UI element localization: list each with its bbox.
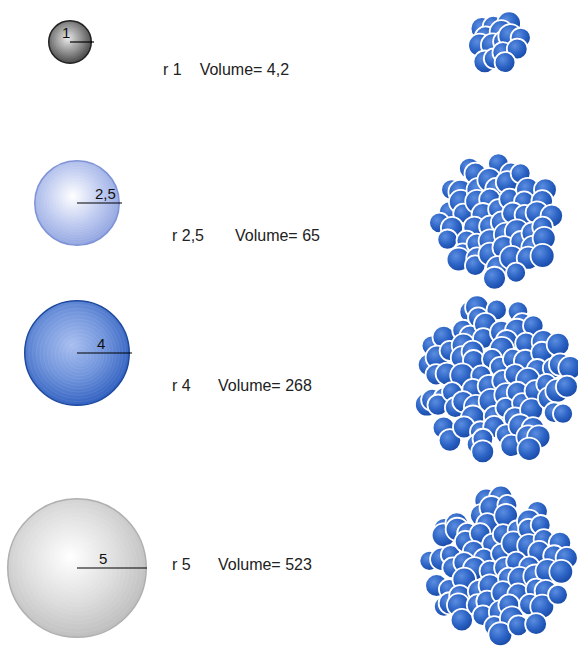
sphere-circle: 5 bbox=[7, 498, 147, 638]
sphere-circle: 1 bbox=[48, 20, 92, 64]
small-ball bbox=[483, 267, 506, 290]
volume-label: Volume= 4,2 bbox=[200, 60, 289, 79]
radius-value: 5 bbox=[99, 551, 107, 568]
sphere-shape bbox=[24, 300, 130, 406]
radius-value: 4 bbox=[97, 336, 105, 353]
contour-ring bbox=[28, 518, 129, 619]
small-ball bbox=[471, 440, 494, 463]
radius-label: r 1 bbox=[163, 60, 182, 79]
contour-ring bbox=[66, 191, 94, 219]
contour-ring bbox=[63, 188, 97, 222]
contour-ring bbox=[51, 176, 107, 232]
sphere-shape bbox=[7, 498, 147, 638]
contour-ring bbox=[47, 537, 111, 601]
contour-ring bbox=[52, 542, 107, 597]
small-ball bbox=[495, 52, 516, 73]
radius-line bbox=[70, 41, 94, 42]
contour-ring bbox=[55, 330, 104, 379]
radius-value: 1 bbox=[62, 25, 70, 42]
contour-ring bbox=[72, 561, 90, 579]
small-ball bbox=[553, 404, 573, 424]
contour-ring bbox=[47, 173, 109, 235]
contour-ring bbox=[60, 185, 99, 224]
contour-ring bbox=[36, 312, 119, 395]
ball-cluster bbox=[415, 295, 578, 463]
contour-ring bbox=[69, 194, 91, 216]
small-ball bbox=[531, 244, 555, 268]
small-ball bbox=[506, 263, 526, 283]
sphere-shape bbox=[34, 160, 120, 246]
small-ball bbox=[547, 333, 570, 356]
ball-cluster bbox=[419, 486, 577, 647]
ball-cluster bbox=[468, 11, 531, 73]
small-ball bbox=[549, 560, 573, 584]
small-ball bbox=[548, 585, 568, 605]
contour-ring bbox=[66, 341, 94, 369]
volume-label: Volume= 523 bbox=[218, 555, 312, 574]
contour-ring bbox=[40, 316, 116, 392]
contour-ring bbox=[33, 523, 125, 615]
radius-line bbox=[77, 567, 147, 568]
contour-ring bbox=[42, 533, 116, 607]
contour-ring bbox=[56, 27, 87, 58]
radius-label: r 2,5 bbox=[172, 226, 204, 245]
sphere-body bbox=[8, 499, 147, 638]
contour-ring bbox=[62, 552, 99, 589]
sphere-circle: 4 bbox=[24, 300, 130, 406]
small-ball bbox=[518, 438, 541, 461]
contour-ring bbox=[58, 29, 86, 57]
contour-ring bbox=[51, 327, 106, 382]
contour-ring bbox=[74, 349, 88, 363]
radius-line bbox=[77, 202, 122, 203]
radius-label: r 5 bbox=[172, 555, 191, 574]
contour-ring bbox=[59, 334, 101, 376]
small-ball bbox=[556, 376, 578, 398]
contour-ring bbox=[75, 200, 86, 211]
radius-line bbox=[77, 352, 132, 353]
ball-cluster bbox=[429, 153, 563, 289]
radius-label: r 4 bbox=[172, 376, 191, 395]
volume-label: Volume= 65 bbox=[235, 226, 320, 245]
contour-ring bbox=[67, 557, 95, 585]
contour-ring bbox=[57, 547, 103, 593]
contour-ring bbox=[37, 528, 120, 611]
radius-value: 2,5 bbox=[95, 186, 116, 203]
contour-ring bbox=[70, 345, 91, 366]
contour-ring bbox=[57, 182, 102, 227]
contour-ring bbox=[44, 319, 113, 388]
contour-ring bbox=[48, 323, 110, 385]
volume-label: Volume= 268 bbox=[218, 376, 312, 395]
small-ball bbox=[525, 613, 547, 635]
contour-ring bbox=[44, 170, 111, 237]
contour-ring bbox=[63, 338, 98, 373]
contour-ring bbox=[72, 197, 89, 214]
sphere-circle: 2,5 bbox=[34, 160, 120, 246]
contour-ring bbox=[71, 42, 77, 48]
